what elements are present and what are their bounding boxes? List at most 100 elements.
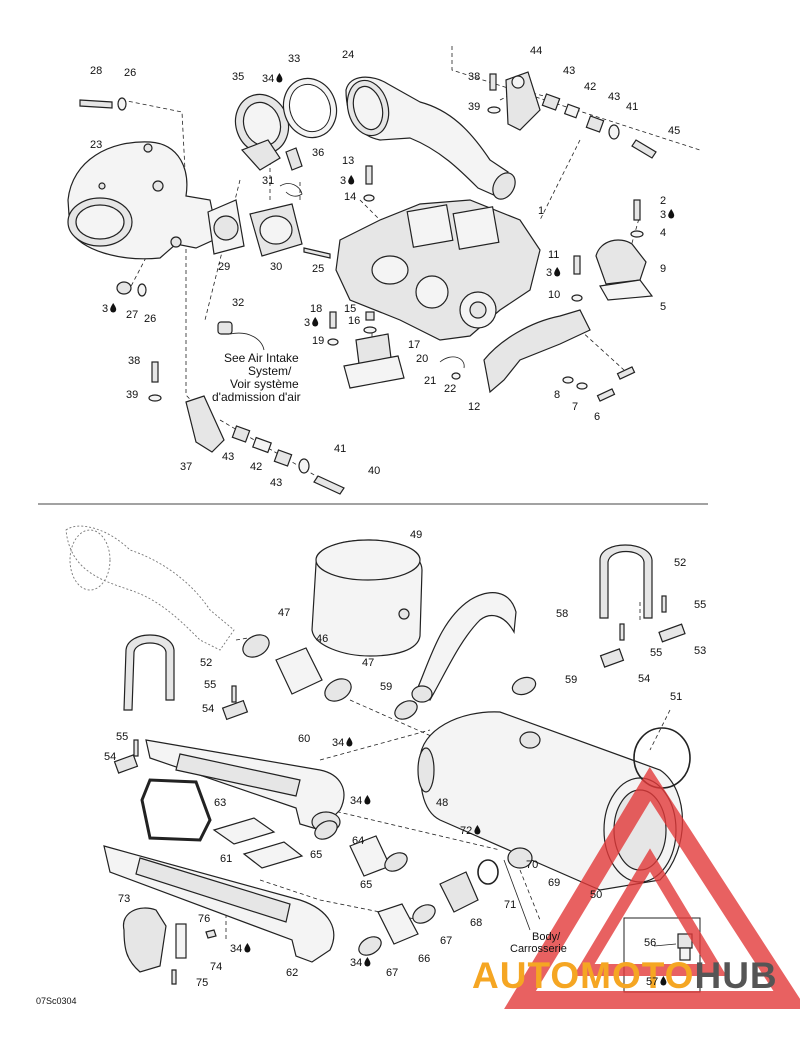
callout-label: 60 bbox=[298, 733, 310, 745]
callout-label: 41 bbox=[334, 443, 346, 455]
screw-part-2 bbox=[313, 475, 345, 495]
callout-label: 30 bbox=[270, 261, 282, 273]
rivet-part bbox=[171, 969, 177, 985]
callout-label: 32 bbox=[232, 297, 244, 309]
stud-part bbox=[303, 247, 331, 259]
clamp-part-2 bbox=[324, 678, 352, 702]
callout-label: 43 bbox=[222, 451, 234, 463]
hose-part bbox=[503, 859, 531, 931]
body-note-line1: Body/ bbox=[532, 931, 561, 943]
bolt-part-7 bbox=[616, 366, 636, 380]
callout-label: 47 bbox=[362, 657, 374, 669]
callout-label: 21 bbox=[424, 375, 436, 387]
callout-label: 48 bbox=[436, 797, 448, 809]
callout-label: 31 bbox=[262, 175, 274, 187]
callout-label: 13 bbox=[342, 155, 354, 167]
clamp-part-7 bbox=[358, 936, 382, 956]
sleeve-part bbox=[285, 147, 303, 171]
hose-clip-part bbox=[439, 356, 465, 369]
spacer-part bbox=[541, 93, 561, 111]
callout-label: 1 bbox=[538, 205, 544, 217]
callout-label: 20 bbox=[416, 353, 428, 365]
plug-part bbox=[217, 321, 233, 335]
bolt-part-10 bbox=[151, 361, 159, 383]
engine-mount-part bbox=[343, 333, 405, 389]
washer-part bbox=[487, 106, 501, 114]
callout-label: 2 bbox=[660, 195, 666, 207]
air-intake-note-line3: Voir système bbox=[230, 377, 299, 391]
o-ring-part bbox=[282, 77, 338, 139]
engine-part bbox=[335, 199, 541, 341]
callout-label: 34 bbox=[332, 737, 344, 749]
sealant-drop-icon bbox=[364, 957, 371, 967]
bolt-part-8 bbox=[329, 311, 337, 329]
callout-label: 3 bbox=[660, 209, 666, 221]
sealant-drop-icon bbox=[348, 175, 355, 185]
air-intake-note: See Air Intake System/ Voir système d'ad… bbox=[212, 351, 301, 404]
callout-label: 65 bbox=[310, 849, 322, 861]
callout-label: 46 bbox=[316, 633, 328, 645]
body-note: Body/ Carrosserie bbox=[510, 931, 567, 955]
washer-part-9 bbox=[363, 326, 377, 334]
body-note-line2: Carrosserie bbox=[510, 943, 567, 955]
callout-label: 23 bbox=[90, 139, 102, 151]
callout-label: 61 bbox=[220, 853, 232, 865]
callout-label: 42 bbox=[584, 81, 596, 93]
bolt-part-5 bbox=[573, 255, 581, 275]
callout-label: 56 bbox=[644, 937, 656, 949]
sealant-drop-icon bbox=[474, 825, 481, 835]
callout-label: 53 bbox=[694, 645, 706, 657]
bolt-part-9 bbox=[79, 99, 113, 109]
callout-label: 18 bbox=[310, 303, 322, 315]
callout-label: 22 bbox=[444, 383, 456, 395]
insulation-pad-part bbox=[212, 817, 276, 845]
spacer-part-2 bbox=[585, 115, 605, 133]
coupler-part bbox=[275, 647, 323, 695]
callout-label: 71 bbox=[504, 899, 516, 911]
callout-label: 75 bbox=[196, 977, 208, 989]
support-part bbox=[595, 239, 654, 301]
washer-part-3 bbox=[363, 194, 375, 202]
bolt-part-6 bbox=[596, 388, 616, 402]
callout-label: 68 bbox=[470, 917, 482, 929]
muffler-cylinder-part bbox=[311, 539, 423, 657]
callout-label: 58 bbox=[556, 608, 568, 620]
air-intake-note-line1: See Air Intake bbox=[224, 351, 299, 365]
callout-label: 34 bbox=[262, 73, 274, 85]
callout-label: 34 bbox=[350, 957, 362, 969]
callout-label: 59 bbox=[380, 681, 392, 693]
callout-label: 52 bbox=[674, 557, 686, 569]
callout-label: 3 bbox=[102, 303, 108, 315]
washer-part-7 bbox=[576, 382, 588, 390]
callout-label: 73 bbox=[118, 893, 130, 905]
strap-part-2 bbox=[123, 634, 175, 711]
callout-label: 57 bbox=[646, 976, 658, 988]
callout-label: 59 bbox=[565, 674, 577, 686]
watermark-inner-triangle-icon bbox=[573, 848, 727, 976]
outlet-fitting-part bbox=[439, 871, 479, 913]
strap-part bbox=[599, 544, 653, 619]
callout-label: 38 bbox=[128, 355, 140, 367]
callout-label: 34 bbox=[230, 943, 242, 955]
callout-label: 16 bbox=[348, 315, 360, 327]
callout-label: 6 bbox=[594, 411, 600, 423]
nut-part-2 bbox=[116, 281, 132, 295]
o-ring-part-2 bbox=[477, 859, 499, 885]
heat-shield-part bbox=[122, 907, 167, 973]
callout-label: 74 bbox=[210, 961, 222, 973]
callout-label: 72 bbox=[460, 825, 472, 837]
tuned-pipe-part bbox=[145, 739, 345, 833]
mounting-plate-part bbox=[175, 923, 187, 959]
washer-part-8 bbox=[327, 338, 339, 346]
callout-label: 11 bbox=[548, 249, 559, 261]
callout-label: 26 bbox=[144, 313, 156, 325]
callout-label: 27 bbox=[126, 309, 138, 321]
callout-label: 42 bbox=[250, 461, 262, 473]
washer-part-6 bbox=[562, 376, 574, 384]
callout-label: 49 bbox=[410, 529, 422, 541]
callout-label: 37 bbox=[180, 461, 192, 473]
callout-label: 5 bbox=[660, 301, 666, 313]
callout-label: 55 bbox=[116, 731, 128, 743]
washer-part-4 bbox=[630, 230, 644, 238]
air-intake-note-line2: System/ bbox=[248, 364, 292, 378]
